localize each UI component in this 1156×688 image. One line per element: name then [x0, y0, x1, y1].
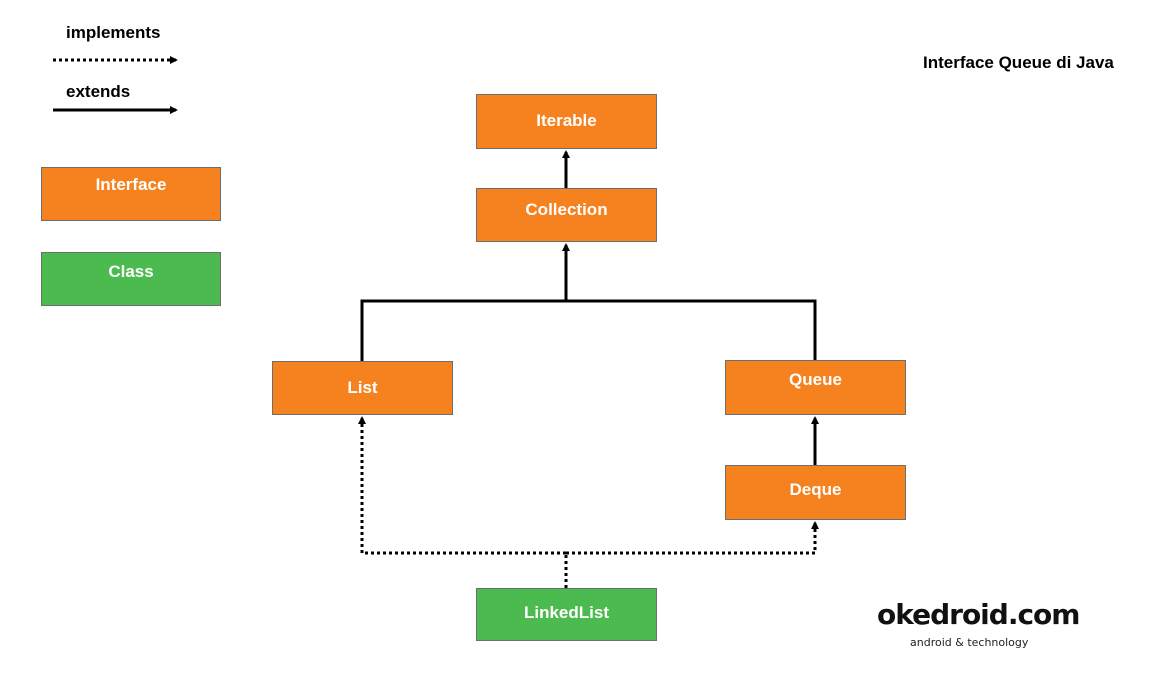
node-queue-label: Queue: [789, 369, 842, 389]
node-iterable: Iterable: [476, 94, 657, 149]
diagram-title: Interface Queue di Java: [923, 53, 1114, 72]
node-linkedlist: LinkedList: [476, 588, 657, 641]
node-queue: Queue: [725, 360, 906, 415]
implements-linkedlist-deque: [566, 521, 819, 555]
implements-linkedlist-list: [358, 416, 566, 555]
legend-class-box: Class: [41, 252, 221, 306]
brand-logo: okedroid.com: [877, 598, 1080, 631]
node-collection: Collection: [476, 188, 657, 242]
brand-tagline: android & technology: [910, 636, 1029, 649]
legend-interface-label: Interface: [95, 175, 167, 194]
legend-class-label: Class: [108, 262, 154, 281]
legend-extends-label: extends: [66, 82, 131, 101]
extends-list-collection: [360, 299, 566, 362]
node-deque: Deque: [725, 465, 906, 520]
node-linkedlist-label: LinkedList: [523, 602, 609, 622]
node-deque-label: Deque: [789, 479, 842, 499]
node-list-label: List: [347, 378, 378, 397]
node-collection-label: Collection: [525, 200, 608, 219]
extends-queue-collection: [566, 299, 817, 361]
node-iterable-label: Iterable: [536, 110, 597, 130]
node-list: List: [272, 361, 453, 415]
legend-implements-label: implements: [66, 23, 161, 42]
legend-interface-box: Interface: [41, 167, 221, 221]
